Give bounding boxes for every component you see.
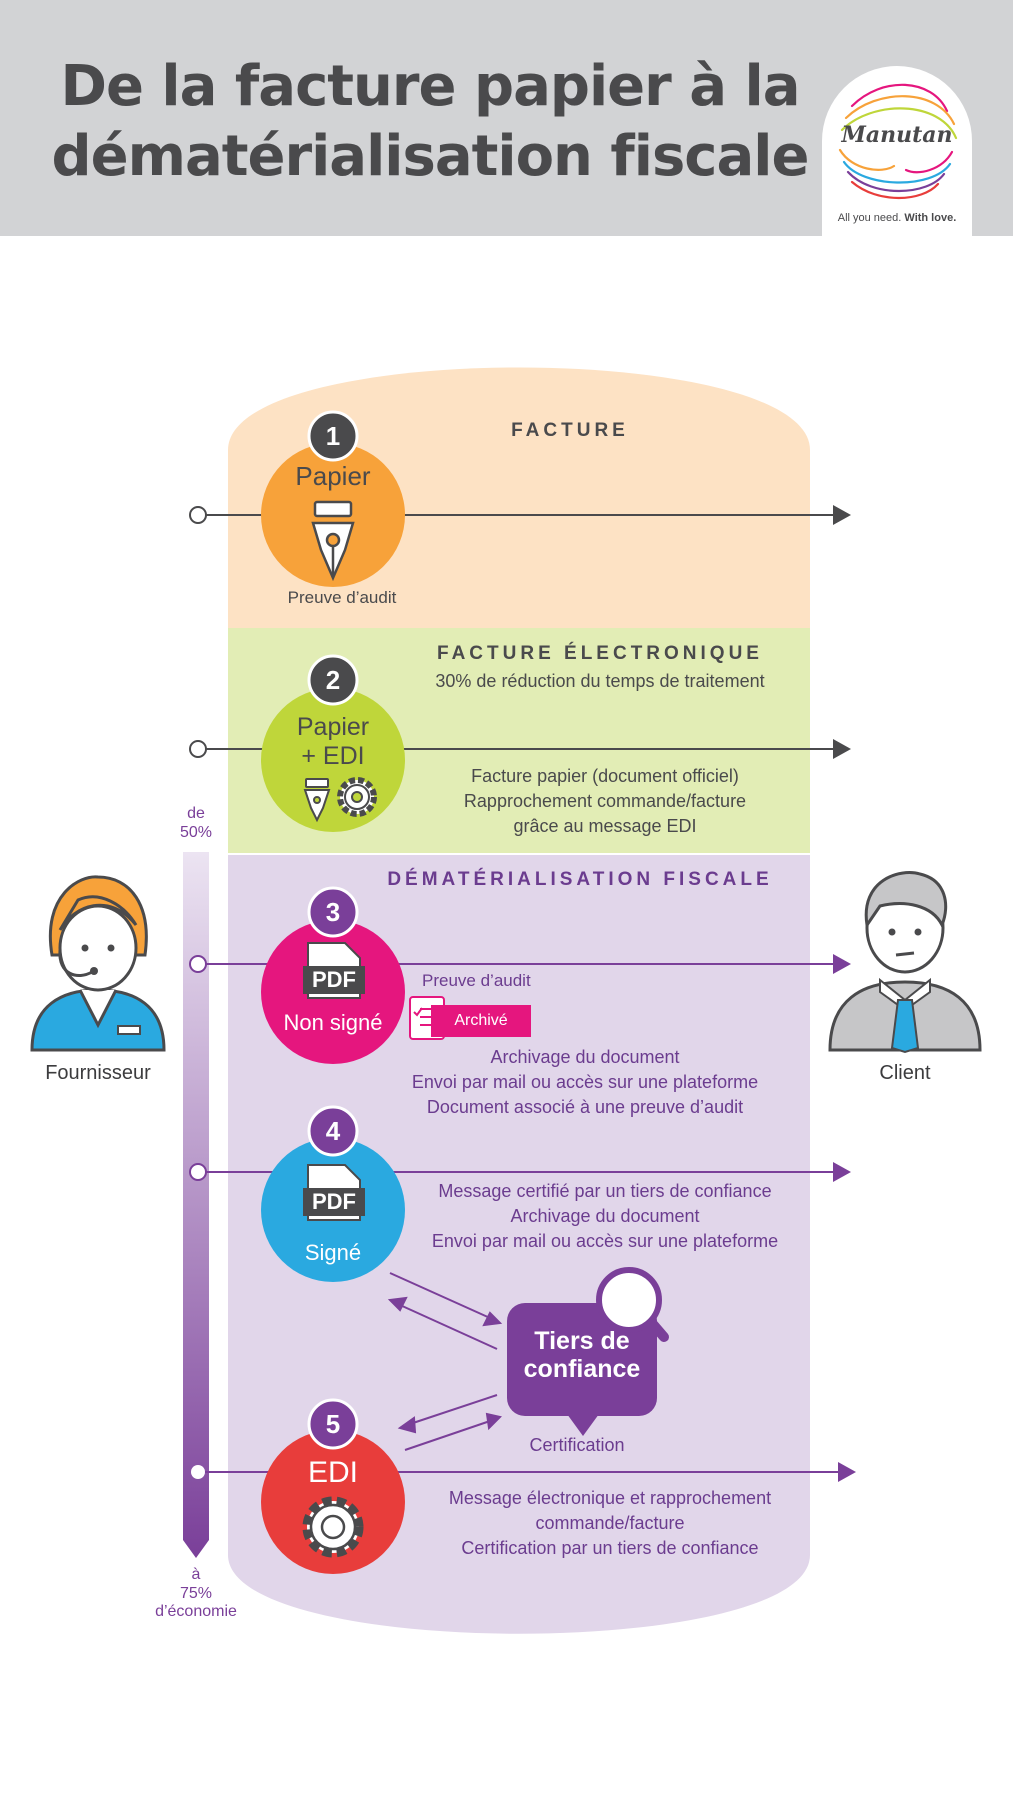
step-5-number-badge: [307, 1398, 359, 1450]
step-5-label: EDI: [307, 1456, 358, 1489]
step-1-number-badge: [307, 410, 359, 462]
step-5-desc-1: Message électronique et rapprochement: [448, 1488, 772, 1508]
client-label: Client: [879, 1062, 931, 1084]
title-line-1: De la facture papier à la: [60, 54, 800, 119]
step-4-desc-2: Archivage du document: [510, 1206, 700, 1226]
step-2-number-badge: [307, 654, 359, 706]
step-5-desc-2: commande/facture: [535, 1513, 685, 1533]
logo-swirl-icon: [838, 83, 958, 199]
logo-tagline-bold: With love.: [904, 212, 957, 224]
tiers-label-line1: Tiers de: [534, 1327, 630, 1355]
title-line-2: dématérialisation fiscale: [51, 124, 810, 189]
tiers-caption: Certification: [529, 1435, 625, 1455]
fountain-pen-icon: [311, 500, 355, 582]
step-2-number: 2: [325, 665, 341, 695]
step-2-desc-3: grâce au message EDI: [513, 816, 697, 836]
edi-gear-icon: [302, 1496, 364, 1558]
band-title-dematerialisation: DÉMATÉRIALISATION FISCALE: [387, 869, 773, 890]
step-4-number: 4: [325, 1116, 341, 1146]
supplier-avatar: [30, 875, 166, 1052]
pdf-file-icon-signed: [303, 1164, 365, 1221]
header: De la facture papier à la dématérialisat…: [0, 0, 1013, 236]
step-1-caption: Preuve d’audit: [287, 588, 397, 607]
step-3-desc-3: Document associé à une preuve d’audit: [426, 1097, 744, 1117]
client-avatar: [828, 871, 982, 1054]
step-4-pdf-text: PDF: [312, 1189, 356, 1214]
step-3-desc-1: Archivage du document: [490, 1047, 680, 1067]
number-badges: [307, 410, 359, 706]
pdf-file-icon: [303, 942, 365, 999]
step-4-label: Signé: [304, 1240, 362, 1265]
step-3-number-badge: [307, 886, 359, 938]
manutan-logo: Manutan All you need. With love.: [822, 66, 972, 236]
economy-bottom-line3: d’économie: [155, 1603, 237, 1620]
step-4-number-badge: [307, 1105, 359, 1157]
step-1-number: 1: [325, 421, 341, 451]
step-1-label: Papier: [295, 461, 371, 491]
gear-icon: [337, 777, 377, 817]
step-4-desc-3: Envoi par mail ou accès sur une platefor…: [431, 1231, 779, 1251]
magnifier-icon: [596, 1267, 669, 1342]
step-2-desc-2: Rapprochement commande/facture: [463, 791, 747, 811]
supplier-label: Fournisseur: [45, 1062, 151, 1084]
economy-bottom-line2: 75%: [179, 1585, 213, 1602]
economy-bar: [183, 852, 209, 1558]
step-5-number: 5: [325, 1409, 341, 1439]
small-pen-icon: [303, 778, 331, 823]
economy-bottom-line1: à: [191, 1566, 201, 1583]
step-3-pdf-text: PDF: [312, 967, 356, 992]
band-title-electronique: FACTURE ÉLECTRONIQUE: [437, 643, 763, 664]
logo-tagline: All you need. With love.: [822, 212, 972, 224]
tiers-label-line2: confiance: [523, 1355, 641, 1383]
step-2-desc-1: Facture papier (document officiel): [471, 766, 739, 786]
step-3-desc-2: Envoi par mail ou accès sur une platefor…: [411, 1072, 759, 1092]
exchange-arrows: [387, 1272, 503, 1451]
step-4-desc-1: Message certifié par un tiers de confian…: [438, 1181, 772, 1201]
economy-top-line2: 50%: [179, 824, 213, 841]
economy-top-line1: de: [187, 805, 205, 822]
step-5-desc-3: Certification par un tiers de confiance: [461, 1538, 759, 1558]
band-subtitle-electronique: 30% de réduction du temps de traitement: [435, 671, 765, 691]
step-3-number: 3: [325, 897, 341, 927]
step-2-label-line2: + EDI: [301, 742, 365, 770]
archive-badge: [431, 1005, 531, 1037]
logo-tagline-plain: All you need.: [837, 212, 902, 224]
archive-badge-label: Archivé: [454, 1012, 508, 1029]
logo-wordmark: Manutan: [841, 122, 953, 148]
step-3-label: Non signé: [283, 1010, 383, 1035]
step-2-label-line1: Papier: [296, 713, 370, 741]
step-3-proof: Preuve d’audit: [422, 971, 531, 990]
page-title: De la facture papier à la dématérialisat…: [40, 52, 820, 192]
band-title-facture: FACTURE: [511, 420, 629, 441]
